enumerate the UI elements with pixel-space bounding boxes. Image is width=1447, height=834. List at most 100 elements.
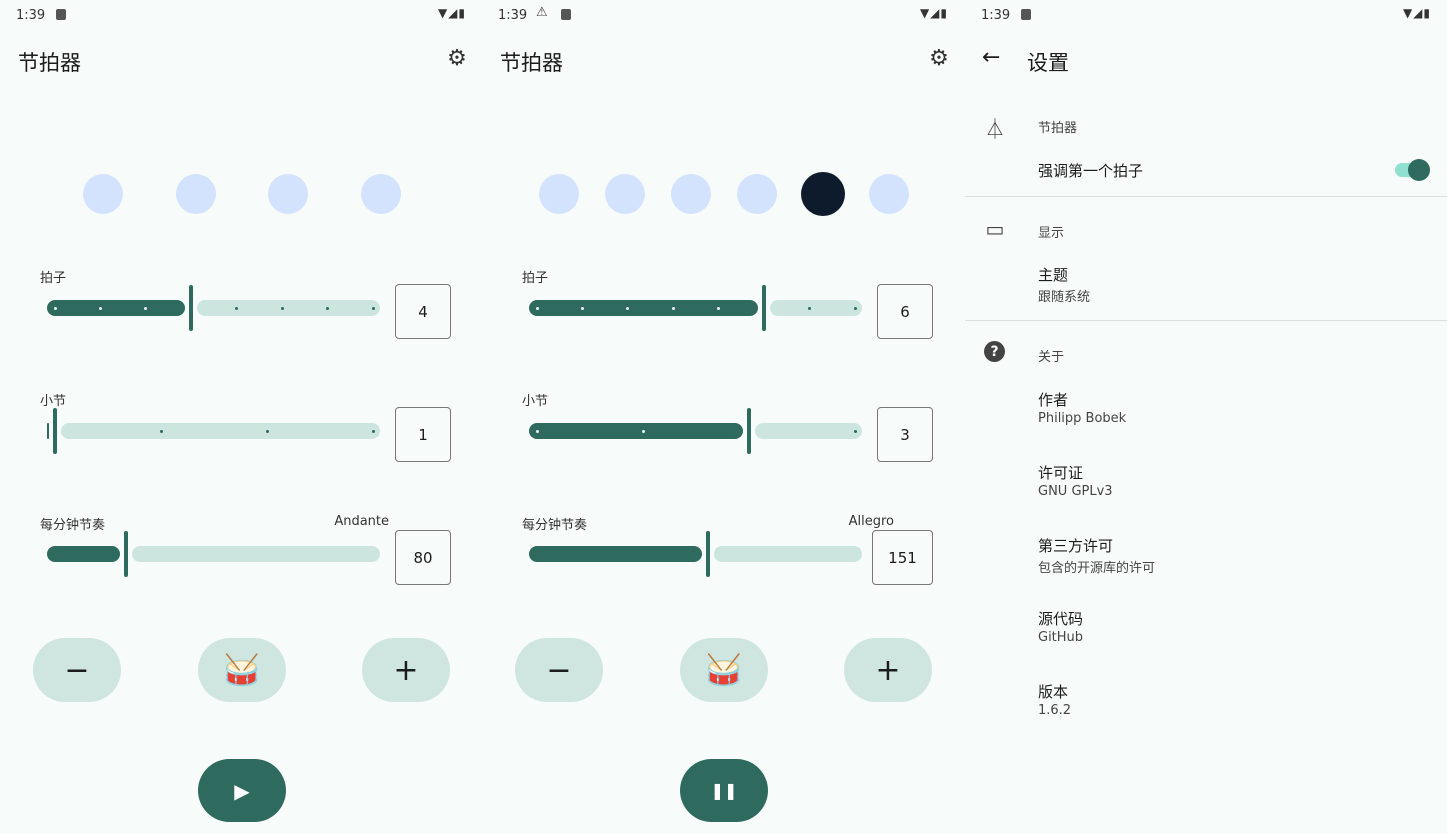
slider-thumb[interactable] — [53, 408, 57, 454]
slider-tick — [626, 306, 630, 310]
setting-title: 主题 — [1038, 266, 1069, 284]
status-time: 1:39 — [981, 8, 1011, 23]
slider-inactive-track — [197, 300, 380, 316]
accent-first-beat-setting[interactable]: 强调第一个拍子 — [965, 145, 1447, 195]
section-header-about: 关于 — [1038, 350, 1065, 365]
status-time: 1:39 — [16, 8, 46, 23]
beat-indicator-active — [801, 172, 845, 216]
increment-button[interactable]: + — [362, 638, 450, 702]
slider-active-track — [529, 546, 702, 562]
bars-value-field[interactable]: 3 — [877, 407, 933, 462]
bars-label: 小节 — [40, 394, 67, 409]
increment-button[interactable]: + — [844, 638, 932, 702]
slider-active-track — [529, 423, 743, 439]
status-icons: ▼◢▮ — [919, 6, 948, 20]
beat-indicator — [361, 174, 401, 214]
setting-subtitle: 包含的开源库的许可 — [1038, 561, 1156, 576]
slider-thumb[interactable] — [747, 408, 751, 454]
slider-tick — [535, 306, 539, 310]
slider-tick — [717, 306, 721, 310]
status-icons: ▼◢▮ — [1402, 6, 1431, 20]
decrement-button[interactable]: − — [33, 638, 121, 702]
tempo-value-field[interactable]: 151 — [872, 530, 933, 585]
setting-subtitle: 1.6.2 — [1038, 703, 1072, 718]
slider-inactive-track — [131, 546, 380, 562]
decrement-button[interactable]: − — [515, 638, 603, 702]
accent-toggle[interactable] — [1395, 159, 1430, 181]
slider-inactive-track — [755, 423, 862, 439]
slider-thumb[interactable] — [123, 531, 128, 577]
tempo-label: 每分钟节奏 — [40, 518, 106, 533]
bars-value-field[interactable]: 1 — [395, 407, 451, 462]
slider-tick — [53, 306, 57, 310]
slider-inactive-track — [61, 423, 380, 439]
setting-title: 作者 — [1038, 391, 1069, 409]
drum-icon: 🥁 — [223, 652, 261, 688]
setting-subtitle: GitHub — [1038, 630, 1084, 645]
app-title: 节拍器 — [18, 51, 81, 75]
tap-drum-button[interactable]: 🥁 — [198, 638, 286, 702]
app-title: 节拍器 — [500, 51, 563, 75]
slider-inactive-track — [770, 300, 862, 316]
beat-indicator — [737, 174, 777, 214]
slider-active-track — [529, 300, 759, 316]
notification-icon — [561, 9, 571, 20]
notification-icon — [1021, 9, 1031, 20]
slider-inactive-track — [714, 546, 862, 562]
status-time: 1:39 — [498, 8, 528, 23]
tempo-value-field[interactable]: 80 — [395, 530, 451, 585]
bars-label: 小节 — [522, 394, 549, 409]
slider-thumb[interactable] — [189, 285, 194, 331]
slider-tick — [144, 306, 148, 310]
beat-indicator — [869, 174, 909, 214]
pause-button[interactable]: ❚❚ — [680, 759, 768, 822]
beat-indicator — [539, 174, 579, 214]
play-button[interactable]: ▶ — [198, 759, 286, 822]
slider-tick — [235, 306, 239, 310]
theme-setting[interactable]: 主题 跟随系统 — [965, 258, 1447, 308]
slider-tick — [265, 429, 269, 433]
toggle-knob — [1408, 159, 1430, 181]
setting-title: 第三方许可 — [1038, 537, 1114, 555]
settings-gear-icon[interactable]: ⚙ — [447, 46, 467, 71]
slider-tick — [808, 306, 812, 310]
settings-screen: 1:39 ▼◢▮ ← 设置 ⏃ 节拍器 强调第一个拍子 ▭ 显示 主题 跟随系统… — [965, 0, 1447, 834]
back-arrow-icon[interactable]: ← — [982, 45, 1001, 70]
about-item[interactable]: 第三方许可包含的开源库的许可 — [965, 530, 1447, 586]
beat-indicator — [268, 174, 309, 214]
settings-gear-icon[interactable]: ⚙ — [929, 46, 949, 71]
beats-value-field[interactable]: 6 — [877, 284, 933, 339]
slider-thumb[interactable] — [762, 285, 767, 331]
slider-tick — [326, 306, 330, 310]
slider-active-track — [47, 423, 49, 439]
drum-icon: 🥁 — [705, 652, 743, 688]
beats-value-field[interactable]: 4 — [395, 284, 451, 339]
beats-label: 拍子 — [40, 271, 67, 286]
tempo-name: Andante — [334, 514, 389, 529]
beat-indicator — [671, 174, 711, 214]
tempo-label: 每分钟节奏 — [522, 518, 588, 533]
slider-tick — [371, 429, 375, 433]
beat-indicator — [83, 174, 123, 214]
slider-active-track — [47, 546, 120, 562]
tap-drum-button[interactable]: 🥁 — [680, 638, 768, 702]
tempo-name: Allegro — [848, 514, 894, 529]
settings-title: 设置 — [1027, 51, 1069, 75]
divider — [965, 196, 1447, 197]
setting-subtitle: 跟随系统 — [1038, 290, 1091, 305]
metronome-screen-1: 1:39 ▼◢▮ 节拍器 ⚙ 拍子 4 小节 1 每分钟节奏 Andante 8… — [0, 0, 482, 834]
setting-title: 许可证 — [1038, 464, 1084, 482]
slider-tick — [535, 429, 539, 433]
play-icon: ▶ — [234, 778, 250, 803]
slider-tick — [280, 306, 284, 310]
beat-indicator — [605, 174, 645, 214]
slider-tick — [98, 306, 102, 310]
slider-thumb[interactable] — [706, 531, 710, 577]
metronome-icon: ⏃ — [985, 117, 1005, 141]
slider-tick — [580, 306, 584, 310]
slider-tick — [641, 429, 645, 433]
